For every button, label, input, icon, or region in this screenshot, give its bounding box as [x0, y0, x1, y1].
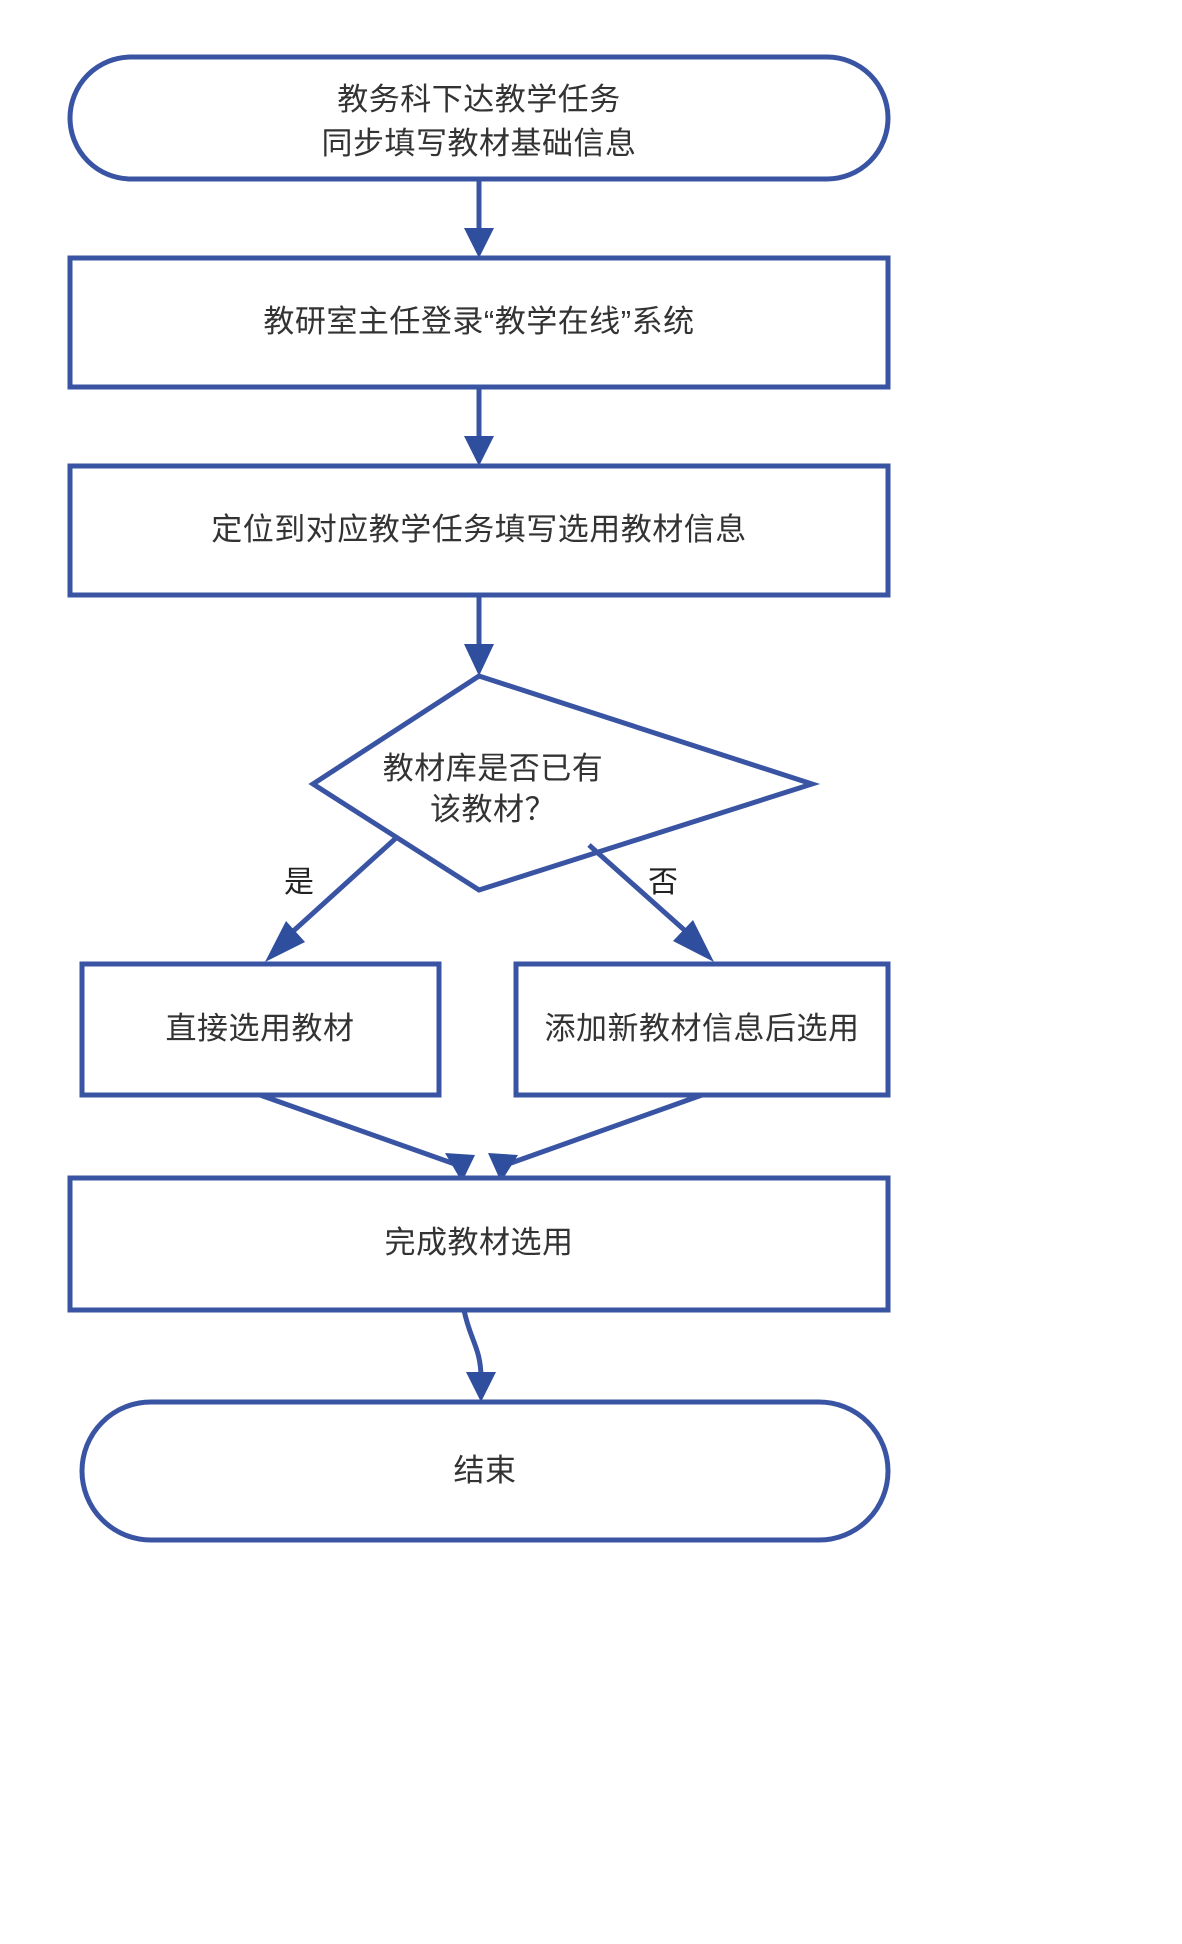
add-new-process-shape: [513, 961, 891, 1098]
arrow-head-icon: [464, 644, 494, 676]
edge-label-no: 否: [648, 866, 678, 899]
fill-info-label: 定位到对应教学任务填写选用教材信息: [211, 512, 747, 547]
arrow-head-icon: [464, 436, 494, 466]
connector-line: [496, 1092, 703, 1171]
start-label-line2: 同步填写教材基础信息: [322, 126, 637, 161]
node-start[interactable]: 教务科下达教学任务 同步填写教材基础信息: [67, 54, 891, 182]
node-login[interactable]: 教研室主任登录“教学在线”系统: [67, 255, 891, 390]
arrow-head-icon: [265, 921, 305, 962]
arrow-head-icon: [488, 1153, 518, 1182]
add-new-label: 添加新教材信息后选用: [545, 1011, 860, 1046]
end-label: 结束: [454, 1453, 517, 1488]
node-add-new[interactable]: 添加新教材信息后选用: [513, 961, 891, 1098]
start-label-line1: 教务科下达教学任务: [337, 82, 621, 117]
arrow-head-icon: [466, 1372, 496, 1402]
node-fill-info[interactable]: 定位到对应教学任务填写选用教材信息: [67, 463, 891, 598]
connector-line: [587, 843, 702, 946]
complete-label: 完成教材选用: [385, 1225, 574, 1260]
decision-label-line1: 教材库是否已有: [383, 751, 604, 786]
node-direct-select[interactable]: 直接选用教材: [79, 961, 442, 1098]
node-end[interactable]: 结束: [79, 1399, 891, 1543]
direct-select-process-shape: [79, 961, 442, 1098]
decision-label-line2: 该教材？: [430, 792, 556, 827]
connector-complete-to-end: [461, 1309, 496, 1402]
complete-process-shape: [67, 1175, 891, 1313]
connector-decision-yes: 是: [265, 836, 398, 962]
arrow-head-icon: [673, 920, 714, 962]
connector-login-to-fillinfo: [464, 387, 494, 466]
connector-decision-no: 否: [587, 843, 714, 962]
end-terminator-shape: [79, 1399, 891, 1543]
decision-diamond-shape: [308, 673, 821, 893]
connector-curve: [461, 1309, 484, 1379]
login-process-shape: [67, 255, 891, 390]
connector-fillinfo-to-decision: [464, 595, 494, 676]
node-complete[interactable]: 完成教材选用: [67, 1175, 891, 1313]
arrow-head-icon: [445, 1153, 475, 1182]
connector-directselect-to-complete: [259, 1092, 475, 1182]
connector-addnew-to-complete: [488, 1092, 703, 1182]
arrow-head-icon: [464, 228, 494, 258]
edge-label-yes: 是: [284, 866, 314, 899]
connector-line: [277, 836, 398, 946]
connector-start-to-login: [464, 179, 494, 258]
connector-line: [259, 1092, 467, 1171]
node-decision-library[interactable]: 教材库是否已有 该教材？: [308, 673, 821, 893]
direct-select-label: 直接选用教材: [166, 1011, 355, 1046]
login-label: 教研室主任登录“教学在线”系统: [263, 304, 694, 339]
